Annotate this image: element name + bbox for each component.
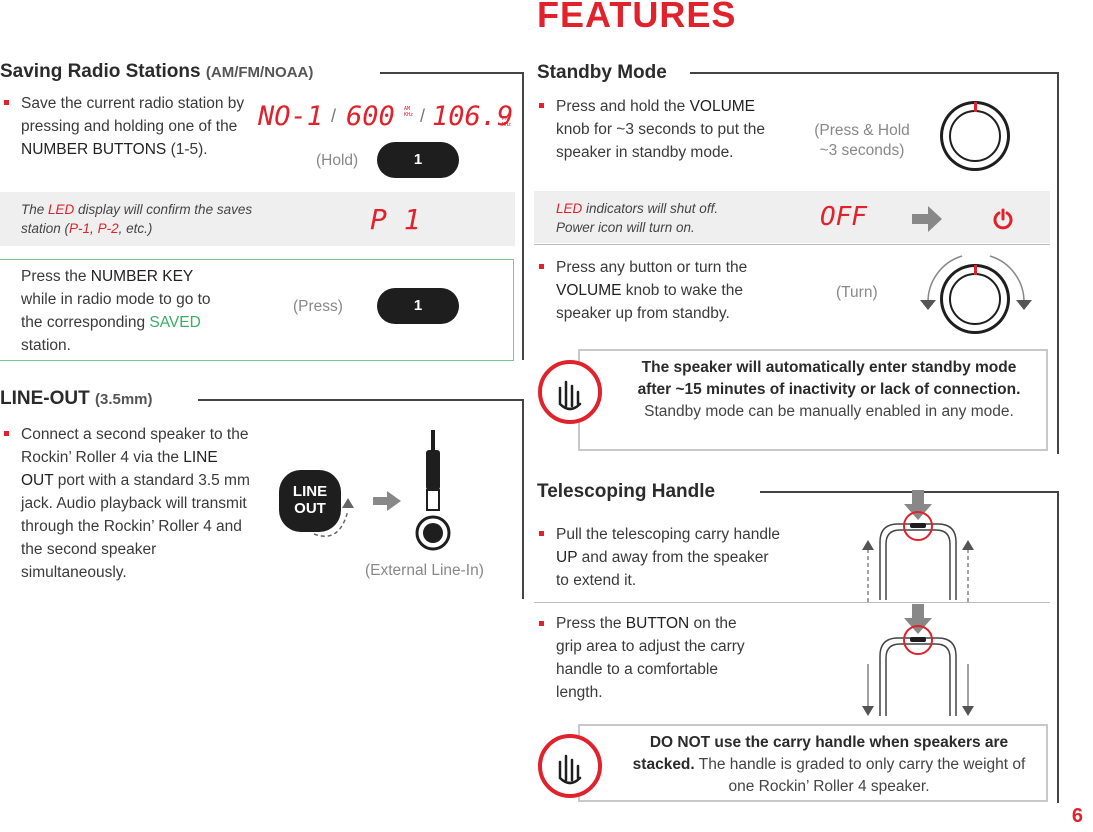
separator-slash: / — [331, 106, 337, 126]
section-rule — [198, 399, 523, 401]
standby-heading: Standby Mode — [537, 62, 671, 84]
lineout-heading: LINE-OUT (3.5mm) — [0, 388, 157, 410]
info-band — [0, 192, 515, 246]
saving-heading-text: Saving Radio Stations — [0, 61, 201, 82]
hand-warning-icon — [538, 734, 602, 798]
standby-note-box: The speaker will automatically enter sta… — [578, 349, 1048, 451]
lcd-off-display: OFF — [820, 202, 867, 232]
bullet-marker — [4, 100, 9, 105]
handle-extend-illustration — [862, 490, 974, 602]
lcd-preset-display: NO-1 — [258, 101, 324, 132]
section-rule — [380, 72, 523, 74]
audio-jack-icon — [415, 430, 451, 551]
saving-bullet-1: Save the current radio station by pressi… — [21, 95, 245, 158]
section-rule — [1057, 72, 1059, 454]
saving-heading: Saving Radio Stations (AM/FM/NOAA) — [0, 61, 318, 83]
volume-knob[interactable] — [940, 101, 1010, 171]
bullet-marker — [539, 103, 544, 108]
handle-bullet-1: Pull the telescoping carry handle UP and… — [556, 526, 781, 589]
lcd-preset-confirm: P 1 — [370, 203, 421, 236]
lcd-fm-display: 106.9 — [432, 101, 514, 132]
info-band — [534, 191, 1050, 243]
standby-bullet-2: Press any button or turn the VOLUME knob… — [556, 259, 748, 322]
separator-slash: / — [420, 106, 426, 126]
curved-arrow-icon — [313, 498, 354, 537]
lcd-am-display: 600 — [346, 101, 395, 132]
external-line-in-label: (External Line-In) — [365, 562, 484, 579]
knob-indicator — [974, 265, 977, 275]
handle-retract-illustration — [862, 604, 974, 716]
saving-heading-sub: (AM/FM/NOAA) — [205, 64, 314, 81]
press-number-box — [0, 259, 514, 361]
handle-note-box: DO NOT use the carry handle when speaker… — [578, 724, 1048, 802]
bullet-marker — [539, 531, 544, 536]
section-rule — [760, 491, 1058, 493]
arrow-right-icon — [912, 206, 942, 232]
led-confirm-text: The LED display will confirm the saves s… — [21, 202, 253, 236]
section-rule — [690, 72, 1058, 74]
rotate-arrows-icon — [920, 255, 1032, 310]
number-button-1[interactable]: 1 — [377, 142, 459, 178]
standby-bullet-1: Press and hold the VOLUME knob for ~3 se… — [556, 98, 765, 161]
press-number-text: Press the NUMBER KEY while in radio mode… — [21, 268, 211, 354]
divider — [534, 602, 1050, 603]
section-rule — [522, 72, 524, 360]
section-rule — [1057, 491, 1059, 803]
knob-indicator — [974, 102, 977, 112]
page-number: 6 — [1071, 805, 1083, 827]
hold-label: (Hold) — [316, 152, 359, 169]
section-rule — [522, 399, 524, 599]
handle-bullet-2: Press the BUTTON on the grip area to adj… — [556, 615, 745, 701]
led-off-text: LED indicators will shut off.Power icon … — [556, 201, 719, 235]
bullet-marker — [4, 431, 9, 436]
hand-warning-icon — [538, 360, 602, 424]
lineout-text: Connect a second speaker to the Rockin’ … — [21, 426, 250, 581]
number-key-1[interactable]: 1 — [377, 288, 459, 324]
volume-knob-turn[interactable] — [940, 264, 1010, 334]
power-icon — [993, 208, 1013, 230]
bullet-marker — [539, 264, 544, 269]
arrow-right-icon — [373, 491, 401, 511]
press-label: (Press) — [293, 298, 343, 315]
turn-label: (Turn) — [836, 284, 878, 301]
divider — [534, 244, 1050, 245]
handle-heading: Telescoping Handle — [537, 481, 720, 503]
page-title: FEATURES — [537, 0, 737, 35]
bullet-marker — [539, 621, 544, 626]
press-hold-label: (Press & Hold~3 seconds) — [814, 122, 910, 159]
